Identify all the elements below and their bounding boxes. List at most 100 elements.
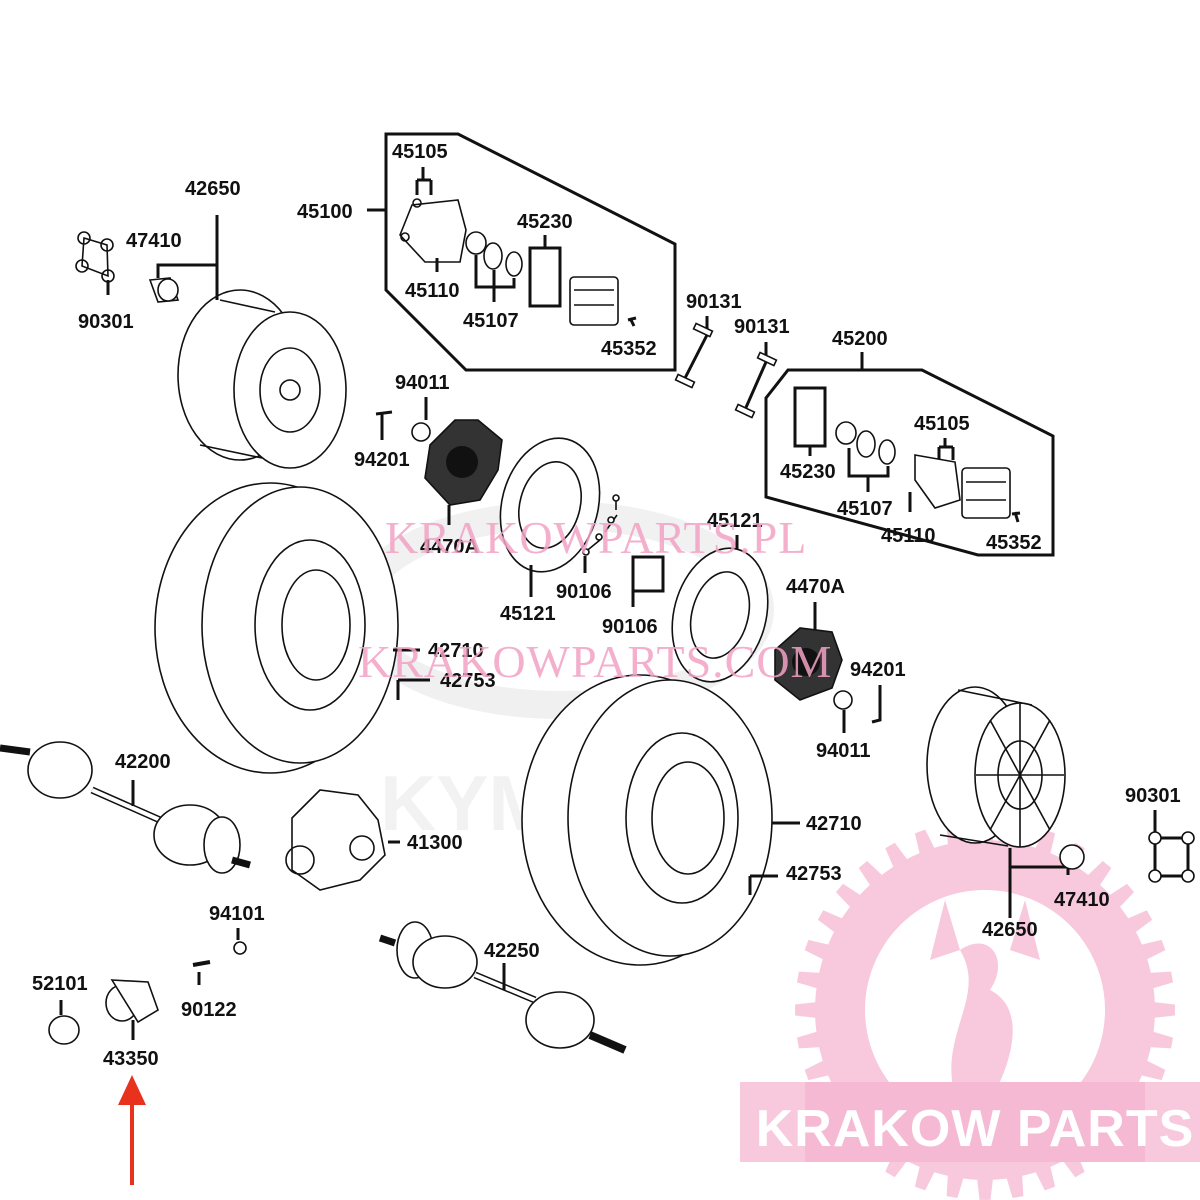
- gear-tooth: [1148, 1031, 1173, 1049]
- watermark-krakowparts-com: KRAKOWPARTS.COM: [358, 636, 832, 687]
- seal-kit-box: [528, 246, 562, 308]
- caliper-bracket: [399, 198, 467, 263]
- part-label-90131-b[interactable]: 90131: [734, 316, 790, 338]
- gear-tooth: [1139, 939, 1166, 961]
- housing-43350: [105, 979, 159, 1024]
- part-label-42650-b[interactable]: 42650: [982, 919, 1038, 941]
- gear-tooth: [835, 883, 862, 909]
- drive-shaft-42250: [378, 921, 627, 1054]
- wheel-hub-right: [774, 627, 843, 701]
- part-label-45121-b[interactable]: 45121: [707, 510, 763, 532]
- part-label-45230-b[interactable]: 45230: [780, 461, 836, 483]
- lug-nuts-left: [75, 231, 115, 283]
- part-label-4470A-b[interactable]: 4470A: [786, 576, 845, 598]
- caliper-body-b: [961, 467, 1011, 519]
- hub-cap-right: [1059, 844, 1085, 870]
- part-label-94201-b[interactable]: 94201: [850, 659, 906, 681]
- hub-cap-left: [148, 277, 180, 303]
- gear-tooth: [1034, 829, 1056, 856]
- gear-tooth: [795, 1001, 818, 1019]
- axle-nut-b: [833, 690, 853, 710]
- part-label-94011-b[interactable]: 94011: [816, 740, 871, 762]
- part-label-94011[interactable]: 94011: [395, 372, 450, 394]
- gear-tooth: [914, 829, 936, 856]
- gear-tooth: [914, 1164, 936, 1191]
- tire-left: [154, 482, 399, 774]
- part-label-45352-b[interactable]: 45352: [986, 532, 1042, 554]
- part-label-42753-b[interactable]: 42753: [786, 863, 842, 885]
- differential-41300: [285, 789, 386, 891]
- gear-tooth: [1108, 883, 1135, 909]
- part-label-45105-b[interactable]: 45105: [914, 413, 970, 435]
- gear-tooth: [804, 939, 831, 961]
- part-label-90106[interactable]: 90106: [556, 581, 612, 603]
- caliper-body: [569, 276, 619, 326]
- krakow-parts-logo: KRAKOW PARTS: [740, 820, 1200, 1200]
- part-label-45121[interactable]: 45121: [500, 603, 556, 625]
- gear-tooth: [804, 1059, 831, 1081]
- gear-tooth: [885, 842, 909, 869]
- part-label-90122[interactable]: 90122: [181, 999, 237, 1021]
- washer: [233, 941, 247, 955]
- part-label-52101[interactable]: 52101: [32, 973, 88, 995]
- gear-tooth: [797, 1031, 822, 1049]
- tire-right: [521, 674, 773, 966]
- rim-left: [177, 289, 347, 469]
- lug-nuts-right: [1148, 831, 1195, 883]
- piston-seals: [465, 231, 523, 277]
- part-label-90106-b[interactable]: 90106: [602, 616, 658, 638]
- part-label-43350[interactable]: 43350: [103, 1048, 159, 1070]
- gear-tooth: [1139, 1059, 1166, 1081]
- part-label-45105[interactable]: 45105: [392, 141, 448, 163]
- part-label-42650[interactable]: 42650: [185, 178, 241, 200]
- gear-tooth: [817, 910, 844, 934]
- gear-tooth: [976, 1177, 994, 1200]
- part-label-45107[interactable]: 45107: [463, 310, 519, 332]
- wheel-hub-left: [424, 419, 503, 506]
- part-label-42200[interactable]: 42200: [115, 751, 171, 773]
- part-label-94201[interactable]: 94201: [354, 449, 410, 471]
- part-label-45107-b[interactable]: 45107: [837, 498, 893, 520]
- disc-bolts: [582, 494, 620, 556]
- watermark-krakowparts-pl: KRAKOWPARTS.PL: [385, 512, 807, 563]
- part-label-94101[interactable]: 94101: [209, 903, 265, 925]
- gear-tooth: [1086, 860, 1112, 887]
- part-label-42710[interactable]: 42710: [428, 640, 484, 662]
- gear-tooth: [946, 1173, 964, 1198]
- disc-bolts-b: [631, 555, 665, 593]
- gear-tooth: [797, 971, 822, 989]
- caliper-bracket-b: [914, 454, 961, 509]
- part-label-45110[interactable]: 45110: [405, 280, 460, 302]
- part-label-47410-b[interactable]: 47410: [1054, 889, 1110, 911]
- seal-kit-box-b: [793, 386, 827, 448]
- part-label-90301-b[interactable]: 90301: [1125, 785, 1181, 807]
- logo-text: KRAKOW PARTS: [756, 1100, 1195, 1158]
- part-label-41300[interactable]: 41300: [407, 832, 463, 854]
- part-label-4470A[interactable]: 4470A: [420, 536, 479, 558]
- part-label-45352[interactable]: 45352: [601, 338, 657, 360]
- gear-tooth: [1006, 1173, 1024, 1198]
- brake-disc-left: [499, 437, 601, 573]
- part-label-47410[interactable]: 47410: [126, 230, 182, 252]
- part-label-42753[interactable]: 42753: [440, 670, 496, 692]
- rim-right: [926, 686, 1066, 848]
- part-label-45230[interactable]: 45230: [517, 211, 573, 233]
- gear-tooth: [1034, 1164, 1056, 1191]
- gear-tooth: [1148, 971, 1173, 989]
- part-label-45100[interactable]: 45100: [297, 201, 353, 223]
- part-label-90131[interactable]: 90131: [686, 291, 742, 313]
- axle-nut: [411, 422, 431, 442]
- red-arrow-up-icon: [118, 1075, 146, 1185]
- part-label-42710-b[interactable]: 42710: [806, 813, 862, 835]
- part-label-45200[interactable]: 45200: [832, 328, 888, 350]
- piston-seals-b: [835, 421, 896, 465]
- part-label-45110-b[interactable]: 45110: [881, 525, 936, 547]
- caliper-kit-box-45200: [764, 368, 1055, 557]
- brake-disc-right: [671, 547, 769, 683]
- gear-tooth: [1152, 1001, 1175, 1019]
- part-label-90301[interactable]: 90301: [78, 311, 134, 333]
- part-label-42250[interactable]: 42250: [484, 940, 540, 962]
- caliper-kit-box-45100: [384, 132, 677, 372]
- bearing-52101: [48, 1015, 80, 1045]
